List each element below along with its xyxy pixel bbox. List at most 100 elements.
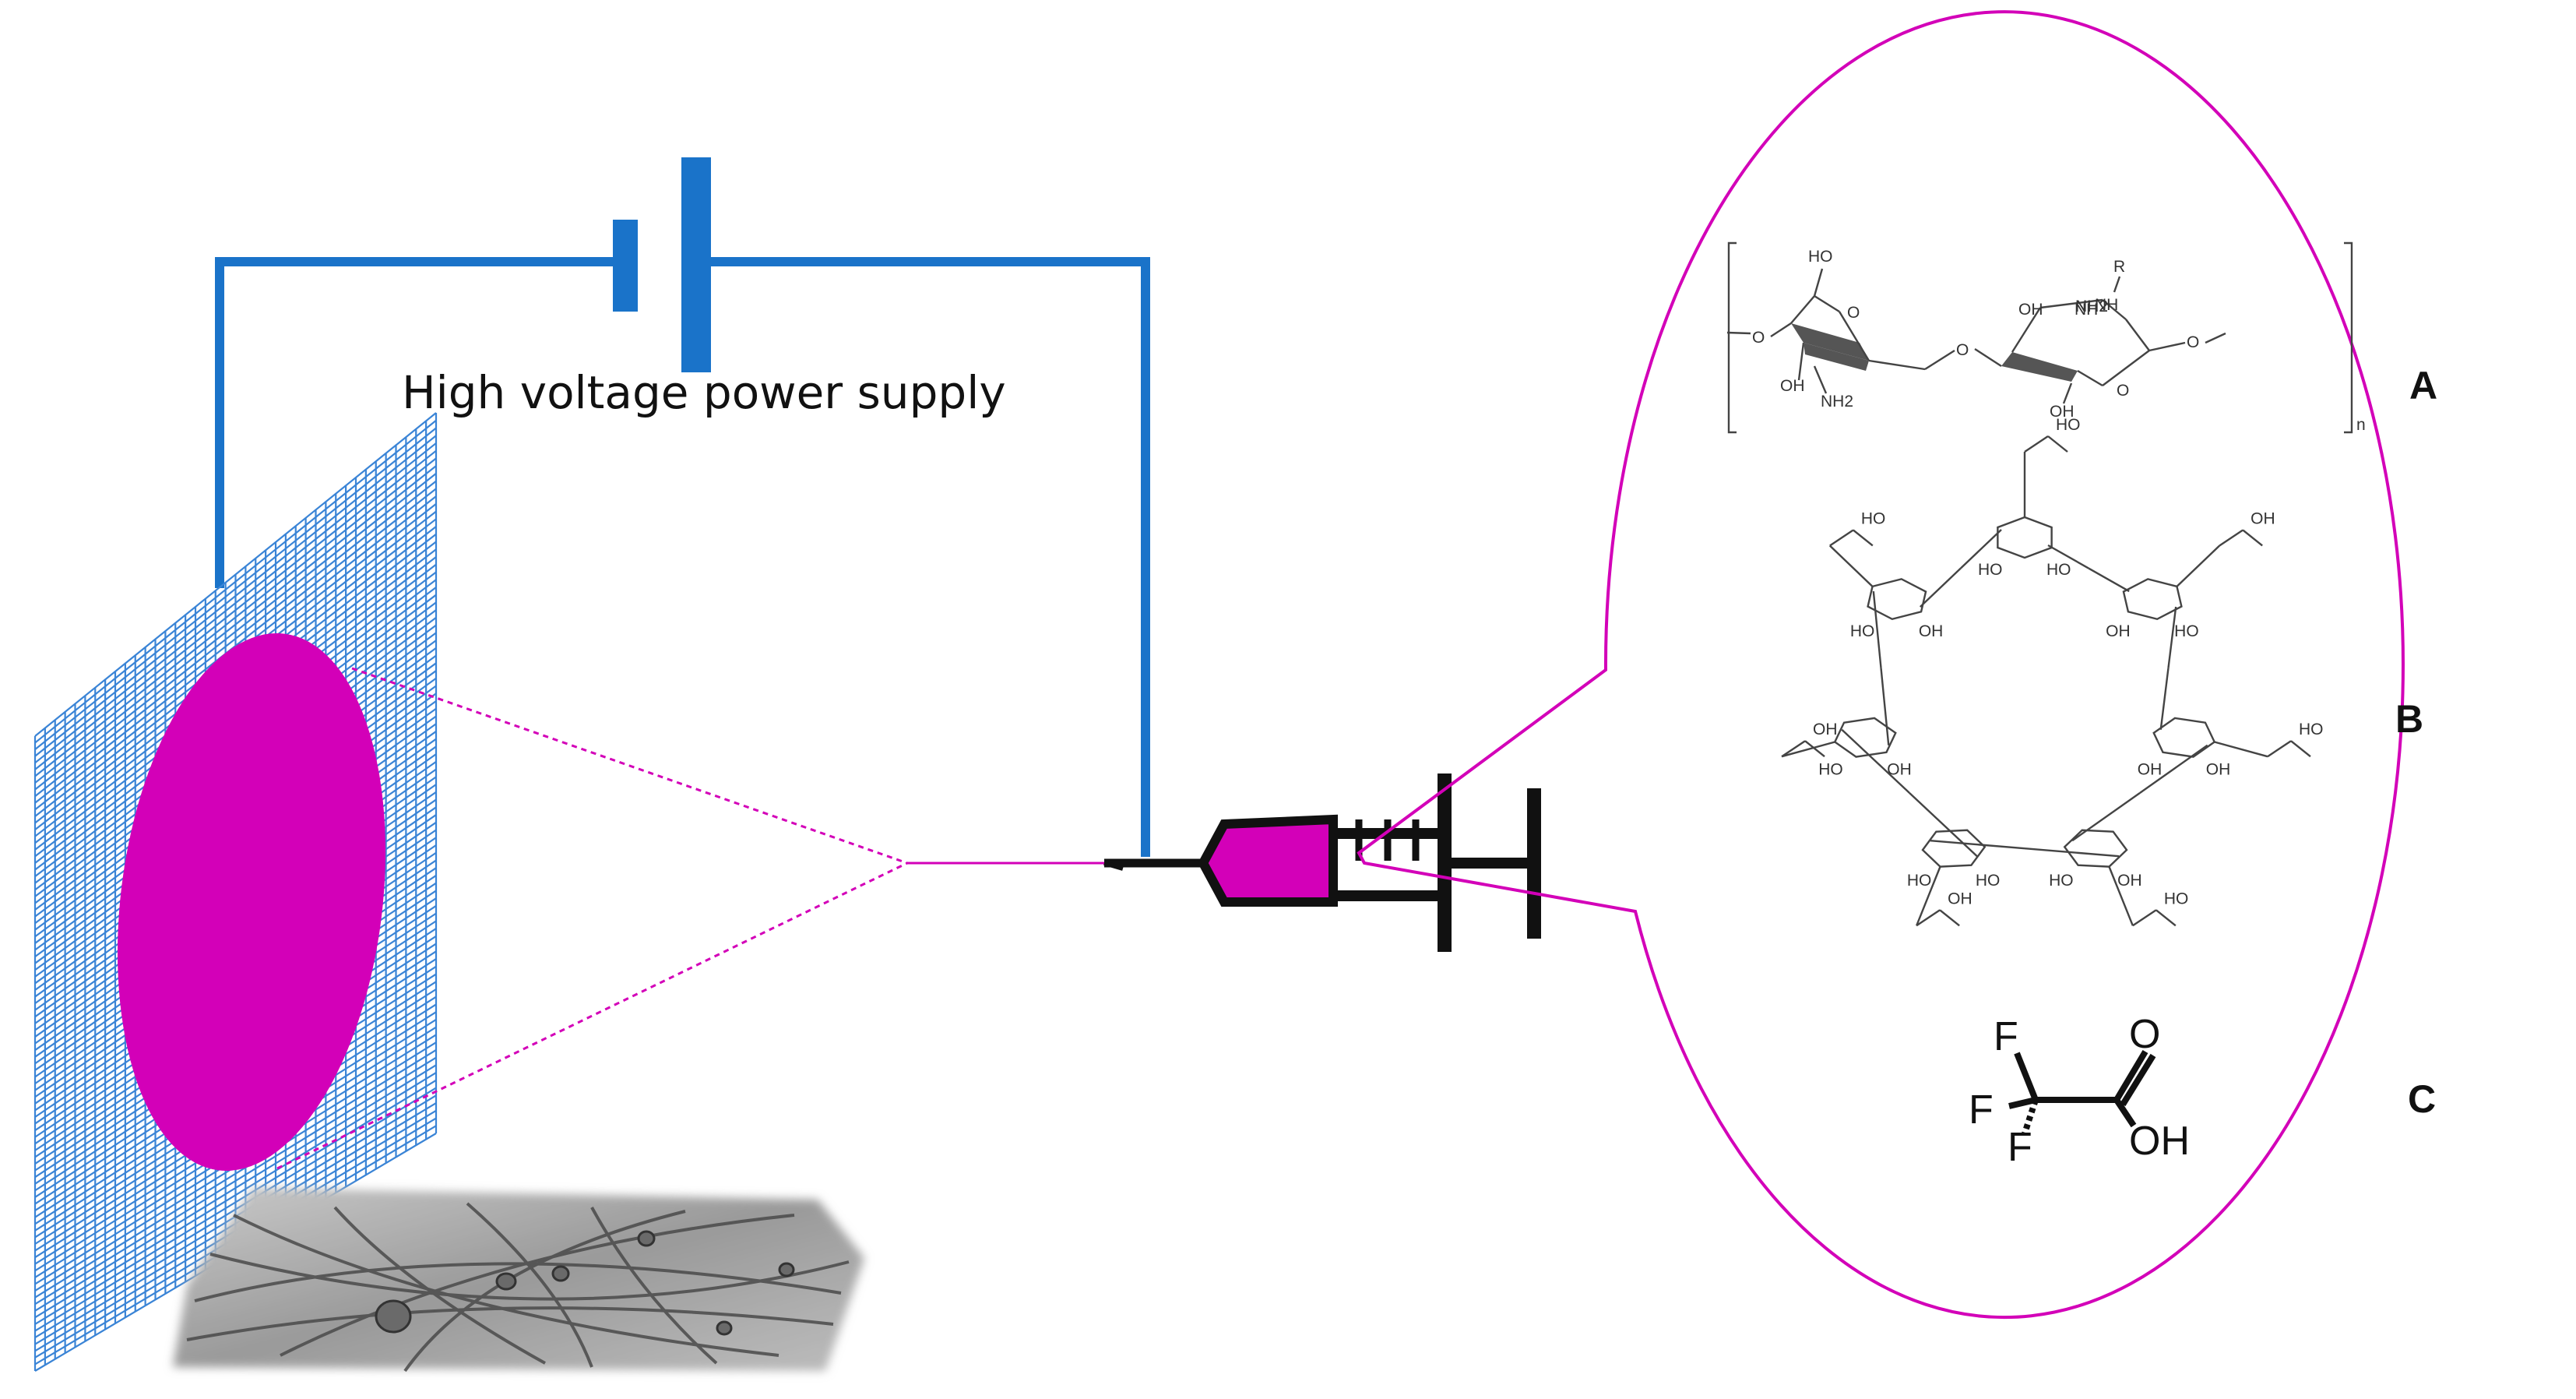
svg-text:O: O [1956,341,1969,359]
fiber-sem-image [173,1188,864,1373]
bond [2047,435,2068,453]
bond [2290,740,2311,758]
bond [1909,792,1978,858]
cd-atom-label: OH [2106,622,2131,640]
bond [2167,606,2177,669]
bond [1853,529,1874,547]
bond [2088,567,2130,593]
glucose-ring [2152,717,2216,758]
right-wire [701,257,1150,857]
bond [1919,567,1962,608]
glucose-ring [1867,578,1927,621]
bond [2024,848,2120,858]
syringe-icon [1103,774,1541,952]
callout-outline [1357,10,2405,1320]
cd-atom-label: HO [2299,721,2324,738]
bond [1939,909,1960,927]
glucose-ring [2063,829,2128,868]
svg-text:F: F [1969,1087,1994,1133]
bond [1804,740,1825,758]
cd-atom-label: HO [1850,622,1875,640]
svg-text:F: F [1994,1014,2018,1059]
svg-text:O: O [2117,382,2129,400]
cd-atom-label: HO [1978,561,2003,579]
bond [1916,866,1941,926]
structure-c-trifluoroacetic-acid: F F F O OH C [1969,1012,2436,1170]
svg-text:R: R [2113,258,2125,276]
cd-atom-label: OH [1948,890,1972,907]
bond [1872,590,1882,669]
svg-text:OH: OH [2050,403,2075,421]
bond [1781,741,1835,758]
svg-text:n: n [2356,416,2366,434]
bond [2242,529,2263,547]
svg-text:O: O [1752,329,1765,347]
jet-lower-line [276,862,908,1170]
svg-text:OH: OH [1780,377,1805,395]
glucose-ring [1833,717,1897,758]
power-supply-label: High voltage power supply [402,366,1006,419]
bond [1960,529,2002,569]
bond [1880,668,1890,745]
cd-atom-label: OH [1813,721,1838,738]
cd-atom-label: HO [2049,872,2074,890]
cd-atom-label: OH [1919,622,1944,640]
svg-text:B: B [2395,697,2423,741]
circuit-wires [215,257,1150,857]
cd-atom-label: HO [2046,561,2071,579]
taylor-cone-jet [276,667,1114,1170]
battery-long-plate [681,157,711,372]
svg-text:OH: OH [2018,301,2043,319]
svg-text:NH2: NH2 [2075,298,2108,315]
svg-text:NH: NH [2095,296,2118,314]
bond [1841,728,1910,794]
composition-callout [1357,10,2405,1320]
cd-atom-label: HO [1976,872,2001,890]
battery-short-plate [613,220,638,312]
bond [2219,529,2243,547]
svg-text:A: A [2409,364,2437,407]
power-supply-battery-icon [613,157,711,372]
cd-atom-label: HO [2164,890,2189,907]
cd-atom-label: HO [1861,509,1886,527]
cd-atom-label: HO [2174,622,2199,640]
bond [1781,740,1806,758]
svg-text:OH: OH [2129,1119,2190,1164]
cd-atom-label: OH [2206,761,2231,779]
bond [2047,544,2089,569]
svg-text:O: O [2187,333,2199,351]
syringe-tip [1203,819,1333,902]
svg-text:O: O [1847,304,1860,322]
bond [1930,840,2025,850]
bond [1829,529,1854,547]
bond [2159,668,2170,730]
svg-text:NH2: NH2 [2075,298,2108,315]
bond [2071,791,2141,842]
bond [2267,740,2292,758]
left-wire [215,257,617,588]
bond [2155,909,2177,927]
structure-a-chitosan: n O HO O OH NH2 O NH2 NH2 NH R NH OH [1726,241,2437,434]
glucose-ring [1997,516,2053,559]
bond [2132,909,2157,927]
bond [1828,544,1874,587]
glucose-ring [2122,578,2183,621]
cd-atom-label: OH [2250,509,2275,527]
bond [2176,544,2221,587]
cd-atom-label: OH [2117,872,2142,890]
cd-atom-label: HO [1907,872,1932,890]
bond [2108,866,2134,926]
svg-text:NH: NH [2075,301,2098,319]
svg-text:NH2: NH2 [1821,393,1853,411]
fiber-deposit-spot [117,633,386,1172]
cd-atom-label: OH [1887,761,1912,779]
bond [2214,741,2268,758]
svg-text:C: C [2408,1077,2436,1121]
jet-upper-line [351,667,908,865]
svg-text:F: F [2008,1125,2032,1170]
bond [2024,435,2049,453]
cd-atom-label: OH [2138,761,2163,779]
glucose-ring [1921,829,1987,868]
